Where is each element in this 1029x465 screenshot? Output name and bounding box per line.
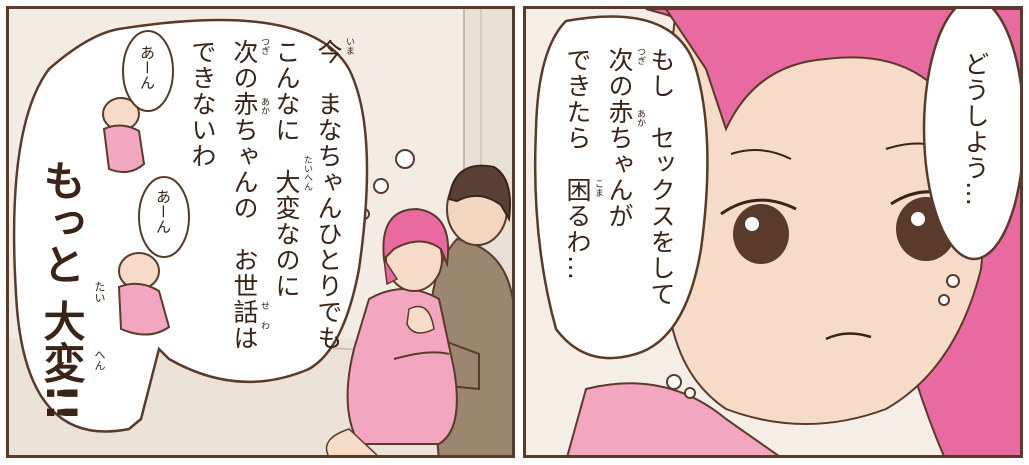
left-speech-line-2: こんなに 大変なのに xyxy=(272,39,301,299)
ruby-taihen: たいへん xyxy=(302,155,312,191)
right-ruby-tsugi: つぎ xyxy=(635,47,645,65)
thought-dot-2 xyxy=(938,294,950,306)
ruby-tsugi: つぎ xyxy=(259,37,269,55)
right-speech-line-3: できたら 困るわ… xyxy=(563,47,592,281)
right-speech-line-2: 次の赤ちゃんが xyxy=(605,47,634,229)
ruby-ima: いま xyxy=(344,37,354,55)
woman-figure xyxy=(325,207,458,455)
shout-motto-taihen: もっと 大変!! xyxy=(37,159,86,422)
right-ruby-koma: こま xyxy=(593,179,603,197)
thought-dot-1 xyxy=(946,274,960,288)
thought-dot-4 xyxy=(684,387,696,399)
baby-cry-1: あーん xyxy=(138,45,156,90)
ruby-se: せ xyxy=(259,301,269,310)
left-speech-line-3: 次の赤ちゃんの お世話は xyxy=(230,39,259,351)
ruby-aka: あか xyxy=(259,97,269,115)
right-panel: どうしよう… もし セックスをして 次の赤ちゃんが できたら 困るわ… つぎ あ… xyxy=(523,6,1023,458)
right-panel-art xyxy=(533,9,1020,455)
baby-cry-2: あーん xyxy=(154,189,172,234)
right-ruby-aka: あか xyxy=(635,109,645,127)
shout-ruby-hen: へん xyxy=(93,349,106,371)
shout-ruby-tai: たい xyxy=(93,281,106,303)
left-speech-line-1: 今 まなちゃんひとりでも xyxy=(314,39,343,351)
baby-bottom xyxy=(117,252,171,336)
left-speech-line-4: できないわ xyxy=(188,39,217,169)
thought-dot-3 xyxy=(666,374,682,390)
left-panel: 今 まなちゃんひとりでも こんなに 大変なのに 次の赤ちゃんの お世話は できな… xyxy=(6,6,515,458)
left-panel-art xyxy=(9,9,512,455)
ruby-wa: わ xyxy=(259,321,269,330)
right-thought-text: どうしよう… xyxy=(961,51,990,207)
right-speech-line-1: もし セックスをして xyxy=(647,47,676,307)
baby-top xyxy=(102,97,146,174)
